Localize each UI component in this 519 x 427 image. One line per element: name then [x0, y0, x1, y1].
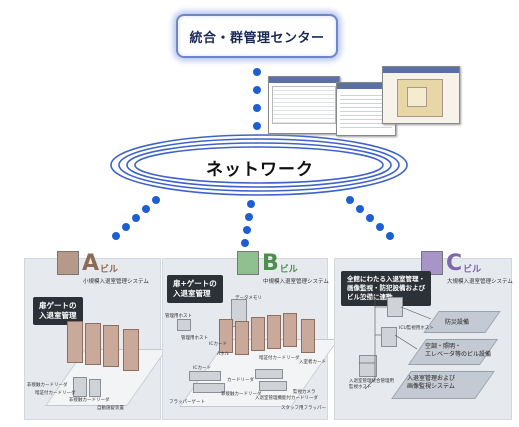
device-label: 入退室管理機能付カードリーダ: [255, 396, 318, 401]
door: [85, 323, 101, 365]
link-dot: [247, 200, 255, 208]
building-cube-icon: [57, 251, 79, 275]
link-dot: [346, 196, 354, 204]
building-a-badge: A ビル: [57, 251, 118, 275]
device-label: 非接触カードリーダ: [221, 392, 262, 397]
device-label: データメモリ: [235, 296, 262, 301]
building-b-panel: B ビル 中規模入退室管理システム 扉+ゲートの 入退室管理 データメモリ 管理…: [162, 251, 339, 420]
zone-label: 空調・照明・ エレベータ等のビル設備: [425, 343, 492, 358]
host-server: [359, 355, 377, 377]
device-label: 監視用ホスト: [405, 296, 432, 301]
link-dot: [356, 205, 364, 213]
device-label: フラッパーゲート: [169, 400, 205, 405]
flapper-gate: [259, 381, 287, 391]
device-label: 入退室管理統合管理用 監視ホスト: [349, 379, 394, 390]
door: [267, 315, 281, 349]
device-label: スタッフ用フラッパー: [281, 406, 326, 411]
link-dot: [112, 232, 120, 240]
device-label: 監視カメラ: [293, 390, 316, 395]
screen-window: [268, 76, 340, 134]
center-label: 統合・群管理センター: [189, 30, 325, 46]
network-label: ネットワーク: [206, 160, 314, 180]
building-letter: B: [262, 251, 279, 276]
link-dot: [366, 214, 374, 222]
host-terminal: [177, 319, 191, 331]
control-cabinet: [73, 377, 87, 397]
link-dot: [386, 232, 394, 240]
building-a-callout: 扉ゲートの 入退室管理: [33, 297, 83, 325]
building-a-panel: A ビル 小規模入退室管理システム 扉ゲートの 入退室管理 非接触カードリーダ …: [24, 251, 167, 420]
door: [123, 329, 139, 371]
device-label: BACnet: [359, 295, 378, 301]
building-letter: A: [82, 251, 100, 276]
door: [219, 319, 233, 353]
monitor-screens: [268, 66, 468, 136]
link-dot: [245, 213, 253, 221]
device-label: ICU監視用ホスト: [399, 326, 434, 331]
door: [283, 313, 297, 347]
device-label: 管理用ホスト: [181, 336, 208, 341]
building-c-panel: C ビル 大規模入退室管理システム 全館にわたる入退室管理・ 画像監視・防犯設備…: [334, 251, 513, 420]
building-suffix: ビル: [463, 265, 482, 275]
building-b-badge: B ビル: [237, 251, 298, 275]
door: [67, 321, 83, 363]
host-server: [387, 297, 403, 317]
device-label: ICカード: [193, 366, 211, 371]
building-b-callout: 扉+ゲートの 入退室管理: [167, 275, 223, 303]
device-label: 入室者カード: [299, 360, 326, 365]
device-label: カードリーダ: [227, 378, 254, 383]
link-dot: [243, 226, 251, 234]
device-label: 非接触カードリーダ: [69, 398, 110, 403]
device-label: 管理用ホスト: [165, 314, 192, 319]
building-suffix: ビル: [100, 265, 119, 275]
link-dot: [253, 122, 261, 130]
building-c-badge: C ビル: [421, 251, 481, 275]
door: [251, 317, 265, 351]
flapper-gate: [193, 383, 225, 393]
link-dot: [253, 104, 261, 112]
system-name: 中規模入退室管理システム: [263, 279, 329, 285]
building-cube-icon: [421, 251, 443, 275]
device-label: 非接触カードリーダ: [27, 383, 68, 388]
link-dot: [253, 86, 261, 94]
device-label: 暗証付カードリーダ: [259, 356, 300, 361]
zone-label: 入退室管理および 画像監視システム: [407, 375, 456, 390]
integrated-management-center: 統合・群管理センター: [176, 14, 338, 58]
device-label: 暗証付カードリーダ: [35, 391, 76, 396]
building-letter: C: [446, 251, 463, 276]
device-label: Aホル: [217, 352, 230, 357]
building-suffix: ビル: [279, 265, 298, 275]
device-label: 自動施錠装置: [97, 406, 124, 411]
door: [301, 319, 315, 353]
building-c-callout: 全館にわたる入退室管理・ 画像監視・防犯設備および ビル設備に連動: [341, 271, 431, 306]
system-name: 大規模入退室管理システム: [447, 279, 513, 285]
link-dot: [122, 223, 130, 231]
control-cabinet: [89, 379, 101, 397]
zone-label: 防災設備: [445, 319, 470, 326]
flapper-gate: [255, 369, 283, 379]
link-dot: [132, 214, 140, 222]
link-dot: [142, 205, 150, 213]
link-dot: [253, 68, 261, 76]
device-label: ICカード: [209, 342, 227, 347]
door: [103, 325, 119, 367]
flapper-gate: [189, 371, 221, 381]
host-server: [381, 327, 397, 347]
link-dot: [152, 196, 160, 204]
screen-window: [382, 66, 460, 124]
building-cube-icon: [237, 251, 259, 275]
link-dot: [376, 223, 384, 231]
link-dot: [241, 239, 249, 247]
network-lines: [359, 299, 432, 390]
door: [235, 321, 249, 355]
system-name: 小規模入退室管理システム: [83, 279, 149, 285]
